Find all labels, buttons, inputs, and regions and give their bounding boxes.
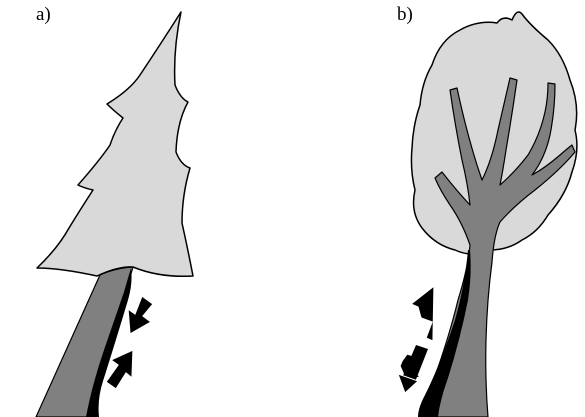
compression-arrow-upper (128, 296, 153, 334)
broadleaf-tree (398, 12, 577, 417)
tension-arrow-upper (411, 286, 434, 341)
conifer-trunk (36, 267, 133, 417)
conifer-crown (37, 12, 193, 276)
conifer-tree (36, 12, 193, 417)
